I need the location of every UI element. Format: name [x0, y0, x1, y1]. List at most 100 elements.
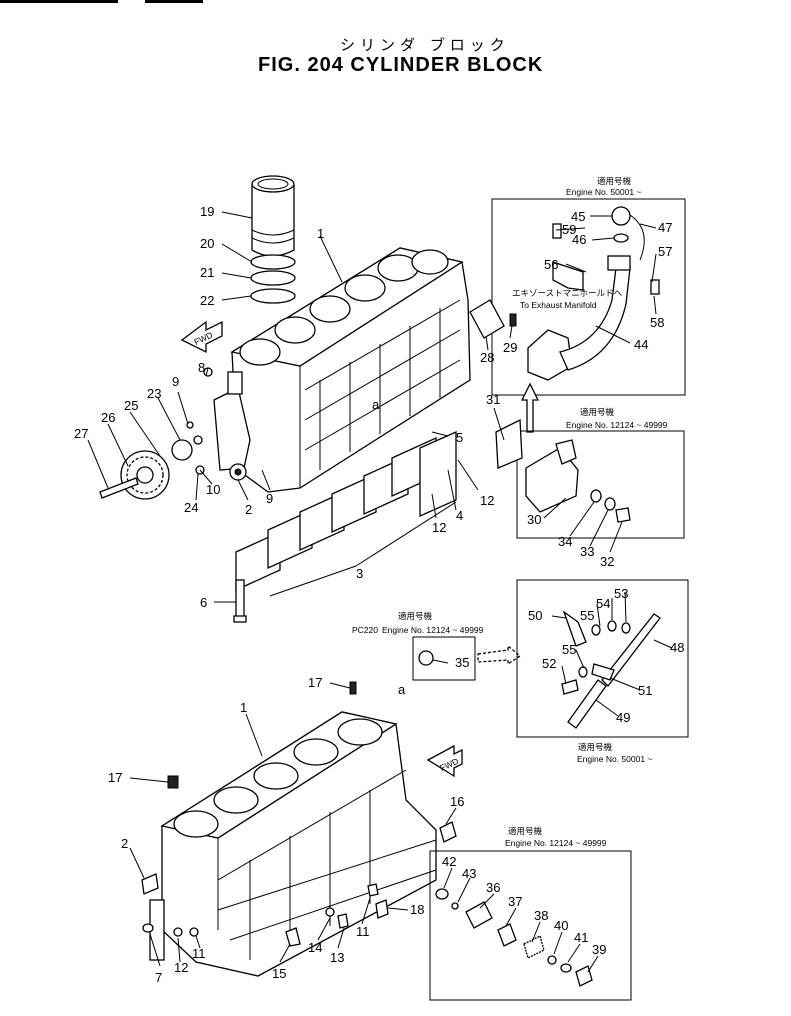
callout-48: 48 — [670, 640, 684, 655]
callout-3: 3 — [356, 566, 363, 581]
callout-2-lower: 2 — [121, 836, 128, 851]
callout-13: 13 — [330, 950, 344, 965]
callout-41: 41 — [574, 930, 588, 945]
title-japanese: シリンダ ブロック — [340, 36, 510, 54]
callout-36: 36 — [486, 880, 500, 895]
callout-46: 46 — [572, 232, 586, 247]
svg-text:Engine No. 12124 ~ 49999: Engine No. 12124 ~ 49999 — [382, 625, 484, 635]
callout-21: 21 — [200, 265, 214, 280]
callout-33: 33 — [580, 544, 594, 559]
callout-32: 32 — [600, 554, 614, 569]
callout-14: 14 — [308, 940, 322, 955]
callout-8: 8 — [198, 360, 205, 375]
callout-53: 53 — [614, 586, 628, 601]
cylinder-liner-group — [250, 175, 296, 304]
callout-55-top: 55 — [580, 608, 594, 623]
callout-47: 47 — [658, 220, 672, 235]
callout-57: 57 — [658, 244, 672, 259]
gasket-28 — [469, 299, 517, 339]
fwd-arrow-lower: FWD — [426, 744, 463, 778]
callout-31: 31 — [486, 392, 500, 407]
callout-11-lower-b: 11 — [356, 924, 370, 939]
callout-40: 40 — [554, 918, 568, 933]
callout-44: 44 — [634, 337, 648, 352]
callout-37: 37 — [508, 894, 522, 909]
figure-title: FIG. 204 CYLINDER BLOCK — [258, 54, 544, 76]
callout-28: 28 — [480, 350, 494, 365]
callout-6: 6 — [200, 595, 207, 610]
callout-52: 52 — [542, 656, 556, 671]
box-top-right: 適用号機 Engine No. 50001 ~ — [491, 176, 686, 396]
gear-train — [99, 367, 247, 500]
callout-51: 51 — [638, 683, 652, 698]
main-bearing-caps — [233, 430, 457, 623]
exhaust-note-en: To Exhaust Manifold — [520, 300, 597, 310]
svg-text:適用号機: 適用号機 — [508, 826, 543, 837]
callout-10: 10 — [206, 482, 220, 497]
callout-24: 24 — [184, 500, 198, 515]
callout-30: 30 — [527, 512, 541, 527]
callout-9-left: 9 — [172, 374, 179, 389]
svg-text:適用号機: 適用号機 — [580, 407, 615, 418]
callout-19: 19 — [200, 204, 214, 219]
callout-29: 29 — [503, 340, 517, 355]
callout-55-mid: 55 — [562, 642, 576, 657]
svg-text:Engine No. 50001 ~: Engine No. 50001 ~ — [566, 187, 641, 197]
lower-cylinder-block — [141, 681, 457, 977]
callout-17-lower: 17 — [108, 770, 122, 785]
callout-1-upper: 1 — [317, 226, 324, 241]
exhaust-note-jp: エキゾーストマニホールドへ — [512, 289, 623, 299]
callout-11-lower-a: 11 — [192, 946, 206, 961]
callout-4: 4 — [456, 508, 463, 523]
callout-25: 25 — [124, 398, 138, 413]
svg-text:Engine No. 12124 ~ 49999: Engine No. 12124 ~ 49999 — [505, 838, 607, 848]
callout-2-upper: 2 — [245, 502, 252, 517]
callout-22: 22 — [200, 293, 214, 308]
svg-text:適用号機: 適用号機 — [398, 611, 433, 622]
svg-text:適用号機: 適用号機 — [578, 742, 613, 753]
callout-15: 15 — [272, 966, 286, 981]
box-bottom-right: 適用号機 Engine No. 12124 ~ 49999 — [429, 826, 632, 1001]
callout-9-right: 9 — [266, 491, 273, 506]
detail-a-pointer: a — [372, 397, 380, 412]
top-rule-left — [0, 0, 118, 3]
callout-27: 27 — [74, 426, 88, 441]
svg-text:Engine No. 12124 ~ 49999: Engine No. 12124 ~ 49999 — [566, 420, 668, 430]
callouts: 19 20 21 22 1 27 26 25 23 9 8 10 24 2 9 … — [74, 204, 684, 985]
svg-text:PC220: PC220 — [352, 625, 378, 635]
callout-23: 23 — [147, 386, 161, 401]
callout-35: 35 — [455, 655, 469, 670]
svg-text:Engine No. 50001 ~: Engine No. 50001 ~ — [577, 754, 652, 764]
callout-12-upper-b: 12 — [480, 493, 494, 508]
top-rule-right — [145, 0, 203, 3]
callout-5: 5 — [456, 430, 463, 445]
callout-50: 50 — [528, 608, 542, 623]
callout-7: 7 — [155, 970, 162, 985]
upper-cylinder-block — [213, 247, 471, 493]
callout-1-lower: 1 — [240, 700, 247, 715]
callout-45: 45 — [571, 209, 585, 224]
box-mid-right: 適用号機 Engine No. 12124 ~ 49999 — [495, 407, 685, 539]
callout-39: 39 — [592, 942, 606, 957]
callout-59: 59 — [562, 222, 576, 237]
leader-lines — [87, 211, 673, 973]
callout-54: 54 — [596, 596, 610, 611]
callout-26: 26 — [101, 410, 115, 425]
callout-18: 18 — [410, 902, 424, 917]
callout-58: 58 — [650, 315, 664, 330]
callout-20: 20 — [200, 236, 214, 251]
callout-49: 49 — [616, 710, 630, 725]
box-mid-center: 適用号機 PC220 Engine No. 12124 ~ 49999 a — [352, 611, 522, 697]
svg-text:適用号機: 適用号機 — [597, 176, 632, 187]
callout-12-lower: 12 — [174, 960, 188, 975]
callout-17-upper: 17 — [308, 675, 322, 690]
callout-38: 38 — [534, 908, 548, 923]
callout-16: 16 — [450, 794, 464, 809]
fwd-arrow-upper: FWD — [180, 320, 223, 354]
callout-12-upper-a: 12 — [432, 520, 446, 535]
callout-34: 34 — [558, 534, 572, 549]
bolt-arrow — [520, 382, 540, 433]
callout-43: 43 — [462, 866, 476, 881]
detail-a-label: a — [398, 682, 406, 697]
box-lower-right: 適用号機 Engine No. 50001 ~ — [516, 579, 689, 764]
